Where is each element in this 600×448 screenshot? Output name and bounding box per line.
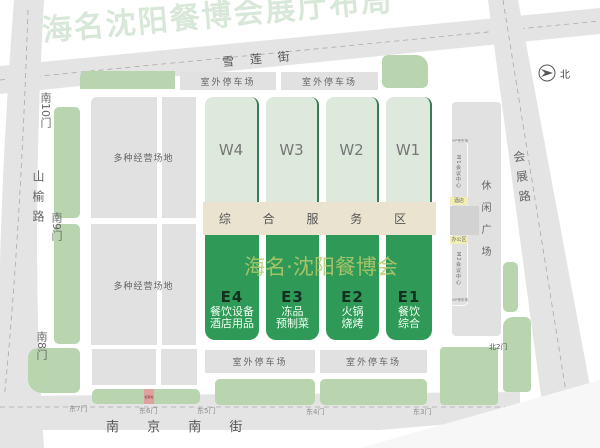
- green-area: [80, 71, 175, 89]
- hall-category: 酒店用品: [210, 317, 254, 330]
- hall-category: 综合: [398, 317, 420, 330]
- hall-w3[interactable]: W3: [266, 97, 319, 203]
- parking-top-1: 室外停车场: [180, 72, 276, 90]
- office: 办公区: [450, 236, 468, 244]
- multi-area-block: [162, 224, 196, 345]
- hall-w4[interactable]: W4: [205, 97, 259, 203]
- road-label-left: 山榆路: [31, 170, 45, 230]
- gate-e7: 东7门: [69, 405, 88, 413]
- hall-e1[interactable]: E1 餐饮 综合: [386, 234, 432, 340]
- gate-s9: 南9门: [50, 212, 63, 241]
- green-area: [503, 317, 531, 392]
- road-huizhan: [488, 0, 600, 448]
- green-area: [440, 347, 498, 405]
- hall-w2[interactable]: W2: [326, 97, 379, 203]
- multi-area-label-2: 多种经营场地: [113, 281, 174, 292]
- hall-e3[interactable]: E3 冻品 预制菜: [266, 234, 319, 340]
- gate-e3: 东3门: [413, 408, 432, 416]
- vip-parking-bottom: VIP停车场: [451, 298, 469, 302]
- green-area: [382, 55, 428, 88]
- service-zone[interactable]: 综 合 服 务 区: [203, 202, 436, 235]
- road-shanyu: [0, 0, 44, 448]
- parking-bottom-2: 室外停车场: [320, 350, 427, 373]
- green-area: [54, 107, 80, 218]
- green-area: [320, 379, 427, 405]
- center-block: [450, 206, 479, 235]
- hall-category: 冻品: [281, 305, 304, 318]
- gray-block: [161, 349, 197, 385]
- gate-e5: 东5门: [197, 407, 216, 415]
- vip-parking-top: VIP停车场: [451, 139, 469, 143]
- multi-area-block: [91, 97, 157, 218]
- parking-bottom-1: 室外停车场: [205, 350, 315, 373]
- multi-area-block: [91, 224, 157, 345]
- north-arrow-icon: [538, 64, 556, 82]
- hall-category: 预制菜: [276, 317, 309, 330]
- compass: 北: [538, 64, 570, 82]
- hall-e2[interactable]: E2 火锅 烧烤: [326, 234, 379, 340]
- gray-block: [92, 349, 156, 385]
- leisure-plaza-label: 休闲广场: [479, 180, 490, 268]
- gate-n2: 北2门: [489, 343, 508, 351]
- parking-top-2: 室外停车场: [281, 72, 378, 90]
- hall-code: E3: [281, 288, 304, 306]
- hotel: 酒店: [450, 197, 468, 205]
- green-area: [54, 224, 80, 344]
- ticket-office: 检票处: [144, 389, 154, 404]
- gate-e6: 东6门: [139, 407, 158, 415]
- gate-s8: 南8门: [35, 331, 48, 360]
- hall-category: 火锅: [341, 305, 364, 318]
- gate-s10: 南10门: [39, 92, 52, 128]
- compass-label: 北: [560, 69, 570, 81]
- hall-category: 烧烤: [341, 317, 364, 330]
- hall-w1[interactable]: W1: [386, 97, 432, 203]
- multi-area-label-1: 多种经营场地: [113, 153, 174, 164]
- green-area: [28, 348, 80, 393]
- hall-code: E1: [397, 288, 421, 306]
- hall-category: 餐饮: [398, 305, 420, 318]
- m2-meeting-center: M2会议中心: [455, 252, 461, 286]
- hall-category: 餐饮设备: [210, 305, 254, 318]
- hall-code: E4: [220, 288, 244, 306]
- green-area: [215, 379, 315, 405]
- road-label-bottom: 南 京 南 街: [106, 420, 255, 435]
- multi-area-block: [162, 97, 196, 218]
- green-area: [503, 262, 518, 312]
- hall-code: E2: [341, 288, 364, 306]
- hall-e4[interactable]: E4 餐饮设备 酒店用品: [205, 234, 259, 340]
- watermark: 海名·沈阳餐博会: [244, 255, 398, 279]
- m1-meeting-center: M1会议中心: [455, 155, 461, 189]
- gate-e4: 东4门: [306, 408, 325, 416]
